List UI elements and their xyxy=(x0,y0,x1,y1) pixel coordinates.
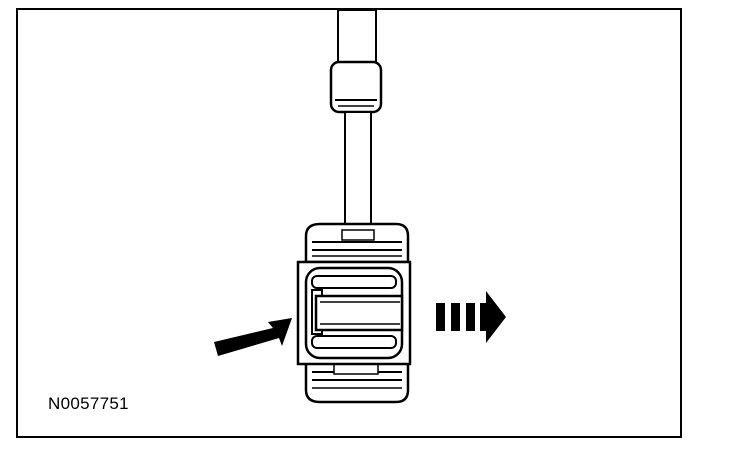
arrow-push-icon xyxy=(214,318,292,356)
connector-top-cap xyxy=(304,222,410,264)
wire-ferrule xyxy=(329,60,383,114)
connector-locking-tab xyxy=(296,260,412,366)
connector-bottom-body xyxy=(304,360,410,404)
figure-id-label: N0057751 xyxy=(48,394,129,413)
dashed-arrow-right-icon xyxy=(436,291,506,343)
upper-wire xyxy=(337,9,377,67)
lower-wire xyxy=(344,111,372,231)
